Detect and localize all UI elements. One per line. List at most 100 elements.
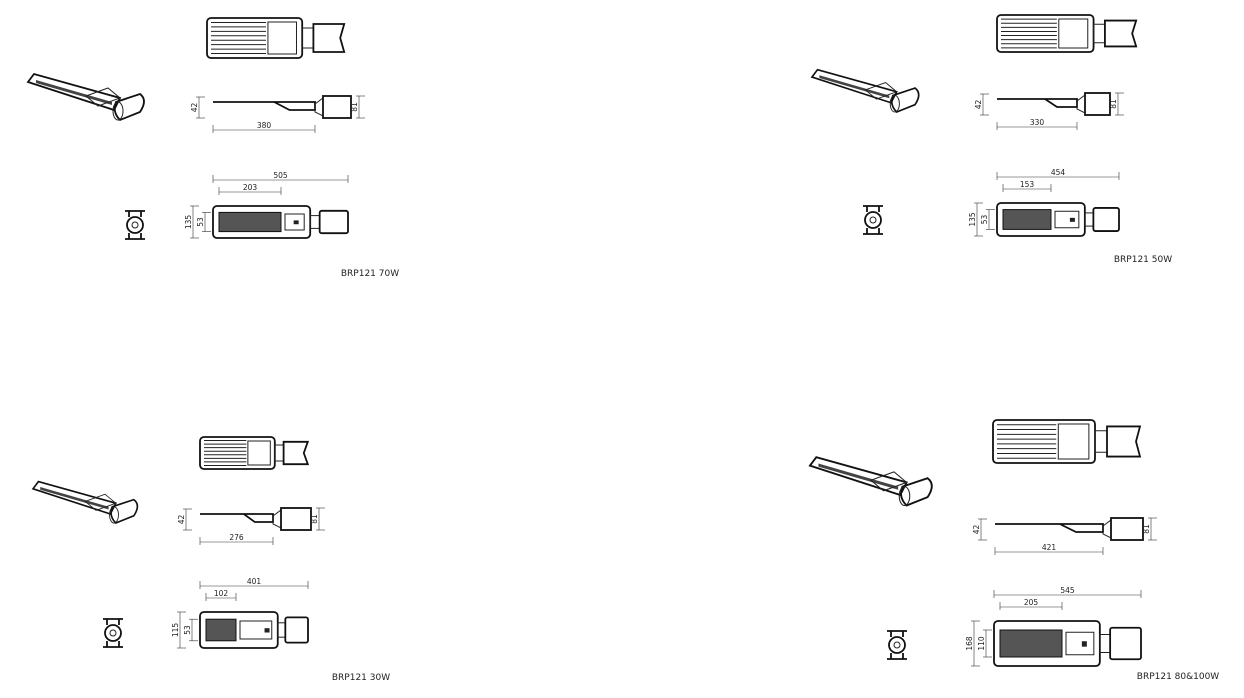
end-flanges (125, 210, 145, 240)
dim-overall-length-label: 505 (273, 171, 288, 180)
label-plate (1069, 217, 1075, 222)
top-bracket (1106, 425, 1142, 458)
driver-cover (239, 620, 273, 640)
led-array (205, 618, 237, 642)
end-circle (888, 636, 906, 654)
bottom-neck (1099, 634, 1111, 653)
end-flanges (863, 205, 883, 235)
top-bracket (282, 440, 310, 466)
dim-body-length-label: 330 (1030, 118, 1045, 127)
top-body (992, 419, 1096, 464)
iso-bracket-end (898, 486, 911, 507)
end-hub (869, 216, 877, 224)
end-circle (104, 624, 122, 642)
iso-driver-cover (84, 493, 117, 511)
bottom-bracket (1092, 207, 1120, 232)
dim-height-label: 42 (177, 515, 186, 525)
dim-bracket-label: 81 (1109, 99, 1118, 109)
dim-bracket-label: 81 (350, 102, 359, 112)
top-body (199, 436, 276, 470)
isometric-view (31, 480, 139, 524)
dim-led-length-label: 203 (243, 183, 258, 192)
side-joint (272, 509, 282, 529)
dim-width-label: 168 (965, 636, 974, 651)
label-plate (264, 628, 270, 633)
iso-bracket-end (889, 94, 900, 113)
side-joint (1076, 94, 1086, 114)
side-joint (1102, 519, 1112, 539)
dim-body-length-label: 276 (229, 533, 244, 542)
dim-width-label: 135 (968, 212, 977, 227)
dim-height-label: 42 (974, 100, 983, 110)
driver-cover (284, 213, 305, 231)
end-hub (131, 221, 139, 229)
side-bracket (1084, 92, 1111, 116)
dim-led-length-label: 205 (1024, 598, 1039, 607)
dim-led-width-label: 53 (980, 215, 989, 225)
dim-led-length-label: 153 (1020, 180, 1035, 189)
dim-body-length-label: 421 (1042, 543, 1057, 552)
isometric-view (810, 68, 920, 113)
iso-bracket-end (109, 506, 119, 524)
iso-led-panel (818, 463, 899, 490)
side-bracket (280, 507, 312, 531)
end-hub (893, 641, 901, 649)
top-driver-area (247, 440, 271, 466)
end-flanges (887, 630, 907, 660)
label-plate (1081, 641, 1087, 647)
label-plate (293, 220, 299, 225)
top-bracket (312, 23, 346, 53)
dim-bracket-label: 81 (1142, 524, 1151, 534)
driver-cover (1065, 631, 1095, 656)
driver-cover (1054, 210, 1080, 229)
iso-led-panel (819, 75, 890, 99)
dim-overall-length-label: 454 (1051, 168, 1066, 177)
end-hub (109, 629, 117, 637)
end-circle (126, 216, 144, 234)
iso-bracket (110, 498, 139, 524)
end-view (887, 630, 907, 660)
model-label: BRP121 50W (1114, 255, 1172, 265)
led-array (999, 629, 1063, 658)
end-circle (864, 211, 882, 229)
dim-led-length-label: 102 (214, 589, 229, 598)
top-view (199, 436, 310, 470)
top-view (206, 17, 346, 59)
end-view (103, 618, 123, 648)
side-view: 42 81 330 (974, 92, 1124, 130)
iso-driver-cover (869, 471, 908, 492)
iso-bracket (890, 87, 920, 113)
bottom-neck (309, 215, 321, 229)
end-view (125, 210, 145, 240)
bottom-neck (1084, 212, 1094, 227)
top-driver-area (267, 21, 297, 55)
dim-width-label: 115 (171, 623, 180, 638)
side-body (200, 513, 274, 523)
model-label: BRP121 30W (332, 673, 390, 683)
side-bracket (1110, 517, 1144, 541)
top-body (206, 17, 304, 59)
end-flanges (103, 618, 123, 648)
dim-overall-length-label: 545 (1060, 586, 1075, 595)
iso-led-panel (36, 80, 112, 105)
bottom-bracket (318, 209, 349, 235)
dim-led-width-label: 53 (183, 625, 192, 635)
side-body (213, 101, 316, 111)
iso-bracket-end (112, 101, 124, 121)
side-joint (314, 97, 324, 117)
dim-led-width-label: 110 (977, 636, 986, 651)
side-bracket (322, 95, 352, 119)
bottom-bracket (284, 616, 309, 644)
end-view (863, 205, 883, 235)
top-neck (301, 27, 314, 49)
